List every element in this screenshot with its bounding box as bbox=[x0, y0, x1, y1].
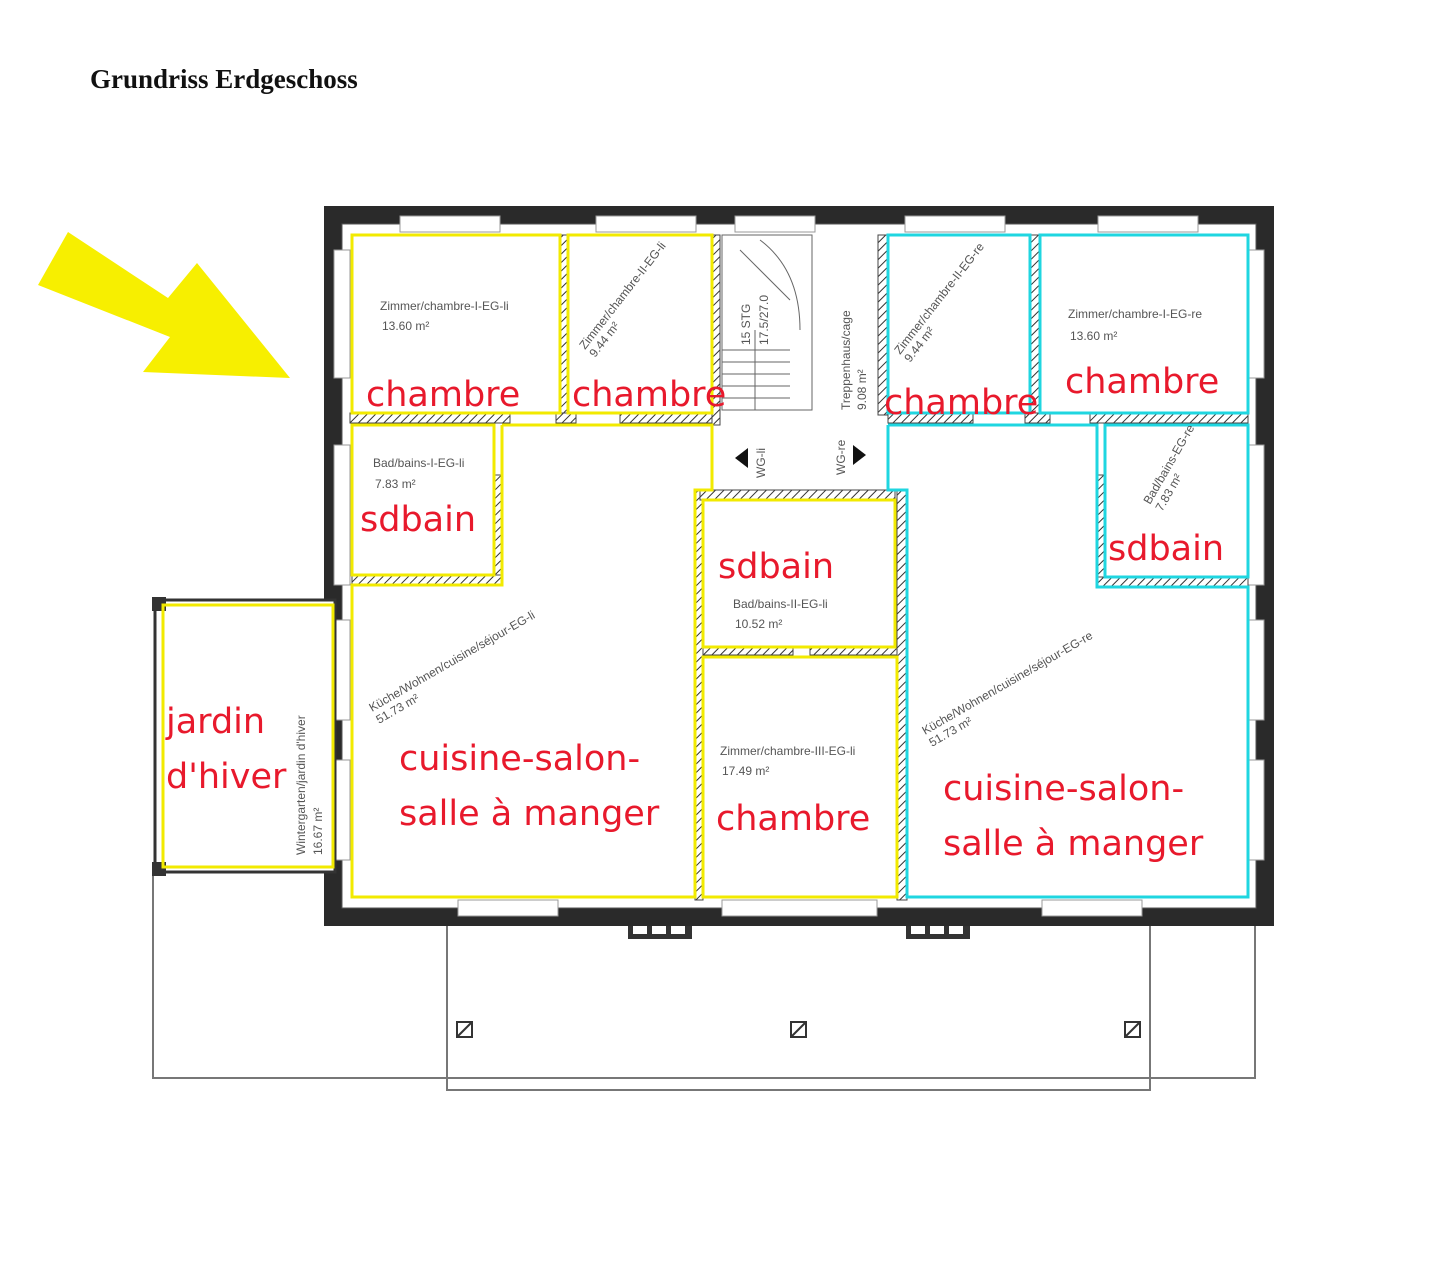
jardin-dhiver-structure bbox=[152, 597, 337, 876]
room-label: sdbain bbox=[718, 547, 834, 587]
annotation: WG-li bbox=[754, 448, 768, 478]
column-markers bbox=[456, 1021, 1141, 1038]
room-label: chambre bbox=[366, 375, 520, 415]
annotation: Zimmer/chambre-I-EG-li bbox=[380, 299, 509, 313]
room-labels: chambre chambre chambre chambre sdbain s… bbox=[165, 362, 1224, 864]
annotation: Zimmer/chambre-III-EG-li bbox=[720, 744, 855, 758]
room-label: chambre bbox=[572, 375, 726, 415]
annotation: Treppenhaus/cage bbox=[839, 310, 853, 410]
terrace-outline bbox=[152, 870, 1256, 1091]
annotation: 17.5/27.0 bbox=[757, 295, 771, 345]
interior-walls bbox=[349, 234, 1249, 901]
windows bbox=[333, 215, 1265, 917]
annotation: Bad/bains-II-EG-li bbox=[733, 597, 828, 611]
room-label: chambre bbox=[1065, 362, 1219, 402]
right-unit-outlines bbox=[886, 233, 1250, 899]
exterior-walls bbox=[324, 206, 1274, 926]
annotation: 10.52 m² bbox=[735, 617, 782, 631]
page-title: Grundriss Erdgeschoss bbox=[90, 64, 358, 94]
annotation: Wintergarten/jardin d'hiver bbox=[294, 715, 308, 855]
annotation: Bad/bains-I-EG-li bbox=[373, 456, 464, 470]
annotation: 16.67 m² bbox=[311, 808, 325, 855]
room-label: cuisine-salon- bbox=[943, 769, 1184, 809]
room-label: salle à manger bbox=[399, 794, 660, 834]
staircase bbox=[721, 234, 813, 411]
left-unit-outlines bbox=[350, 233, 899, 899]
annotation: 15 STG bbox=[739, 304, 753, 345]
annotation: 13.60 m² bbox=[1070, 329, 1117, 343]
annotation: 17.49 m² bbox=[722, 764, 769, 778]
left-entry-arrow-icon bbox=[735, 448, 748, 468]
room-label: chambre bbox=[884, 383, 1038, 423]
annotation: 7.83 m² bbox=[375, 477, 416, 491]
room-label: cuisine-salon- bbox=[399, 739, 640, 779]
right-entry-arrow-icon bbox=[853, 445, 866, 465]
annotation: 9.08 m² bbox=[855, 369, 869, 410]
yellow-arrow-icon bbox=[38, 232, 290, 378]
room-label: jardin bbox=[165, 702, 265, 742]
annotation: Zimmer/chambre-I-EG-re bbox=[1068, 307, 1202, 321]
room-label: sdbain bbox=[360, 500, 476, 540]
room-label: salle à manger bbox=[943, 824, 1204, 864]
room-label: sdbain bbox=[1108, 529, 1224, 569]
annotation: WG-re bbox=[834, 439, 848, 475]
annotation: 13.60 m² bbox=[382, 319, 429, 333]
room-label: d'hiver bbox=[166, 757, 287, 797]
room-label: chambre bbox=[716, 799, 870, 839]
